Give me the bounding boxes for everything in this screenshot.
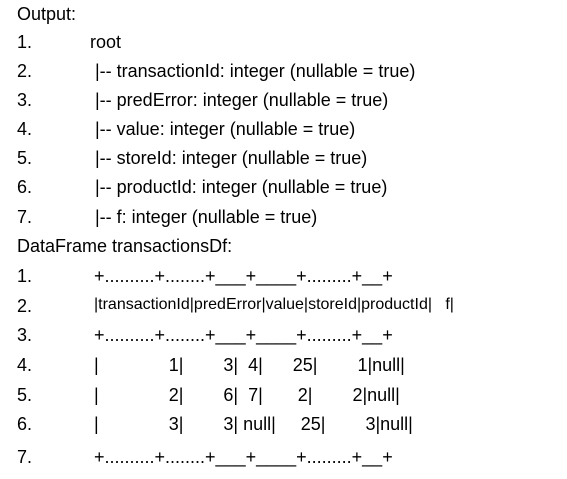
table-line: 5. | 2| 6| 7| 2| 2|null| [0, 385, 567, 414]
schema-line: 2. |-- transactionId: integer (nullable … [0, 61, 567, 90]
line-number: 2. [17, 61, 33, 81]
table-line: 1. +..........+........+___+____+.......… [0, 266, 567, 295]
table-separator: +..........+........+___+____+.........+… [94, 325, 393, 345]
line-number: 6. [17, 177, 33, 197]
schema-line: 4. |-- value: integer (nullable = true) [0, 119, 567, 148]
schema-line: 7. |-- f: integer (nullable = true) [0, 207, 567, 236]
line-number: 4. [17, 119, 33, 139]
line-number: 2. [17, 296, 33, 316]
schema-field: |-- value: integer (nullable = true) [95, 119, 356, 139]
table-line: 2. |transactionId|predError|value|storeI… [0, 296, 567, 325]
line-number: 4. [17, 355, 33, 375]
table-separator: +..........+........+___+____+.........+… [94, 266, 393, 286]
line-number: 5. [17, 385, 33, 405]
table-line: 6. | 3| 3| null| 25| 3|null| [0, 414, 567, 443]
schema-field: |-- storeId: integer (nullable = true) [95, 148, 368, 168]
table-line: 4. | 1| 3| 4| 25| 1|null| [0, 355, 567, 384]
output-heading: Output: [17, 4, 77, 24]
schema-field: |-- productId: integer (nullable = true) [95, 177, 388, 197]
line-number: 1. [17, 32, 33, 52]
schema-field: |-- f: integer (nullable = true) [95, 207, 318, 227]
line-number: 3. [17, 90, 33, 110]
table-line: 7. +..........+........+___+____+.......… [0, 447, 567, 476]
schema-line: 3. |-- predError: integer (nullable = tr… [0, 90, 567, 119]
table-header-row: |transactionId|predError|value|storeId|p… [94, 296, 454, 313]
schema-line: 5. |-- storeId: integer (nullable = true… [0, 148, 567, 177]
line-number: 6. [17, 414, 33, 434]
table-row: | 3| 3| null| 25| 3|null| [94, 414, 413, 434]
line-number: 7. [17, 207, 33, 227]
line-number: 7. [17, 447, 33, 467]
table-row: | 2| 6| 7| 2| 2|null| [94, 385, 400, 405]
schema-field: |-- predError: integer (nullable = true) [95, 90, 389, 110]
line-number: 1. [17, 266, 33, 286]
table-row: | 1| 3| 4| 25| 1|null| [94, 355, 405, 375]
schema-line: 1. root [0, 32, 567, 61]
dataframe-heading: DataFrame transactionsDf: [17, 236, 233, 256]
line-number: 5. [17, 148, 33, 168]
line-number: 3. [17, 325, 33, 345]
schema-root: root [90, 32, 122, 52]
schema-field: |-- transactionId: integer (nullable = t… [95, 61, 416, 81]
table-separator: +..........+........+___+____+.........+… [94, 447, 393, 467]
schema-line: 6. |-- productId: integer (nullable = tr… [0, 177, 567, 206]
table-line: 3. +..........+........+___+____+.......… [0, 325, 567, 354]
